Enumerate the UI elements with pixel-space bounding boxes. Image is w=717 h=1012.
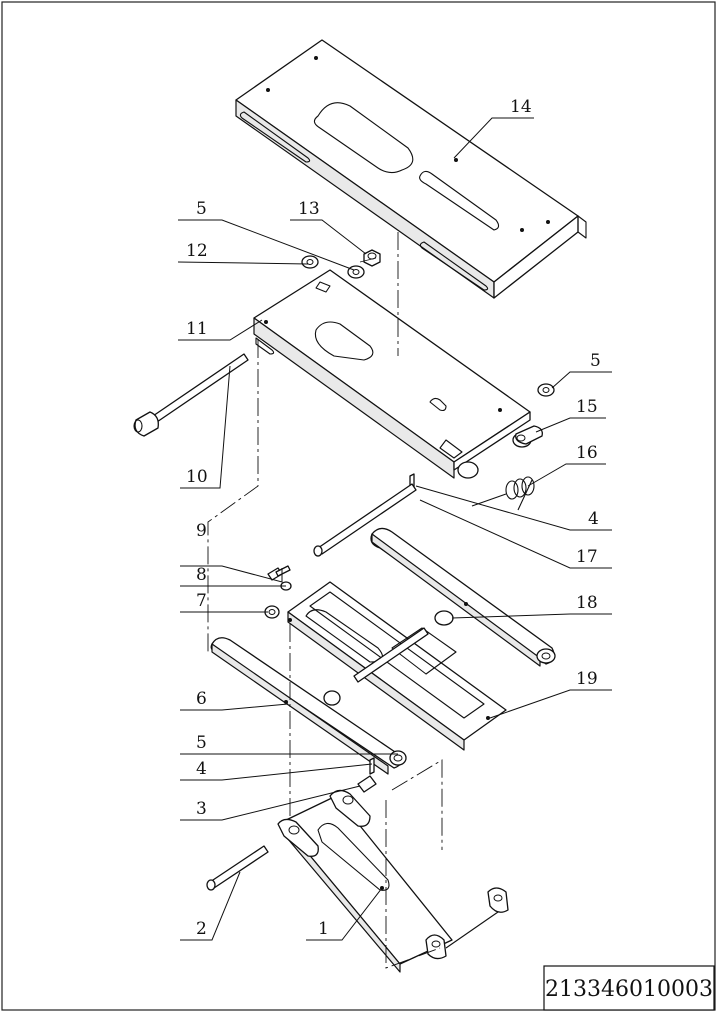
- callouts: 14 13 5 12 11 5 15 16 10 4 9 17 8 7 18 1…: [186, 97, 601, 939]
- part-5-washer-right: [537, 383, 555, 397]
- callout-4-right: 4: [588, 509, 599, 529]
- callout-12: 12: [186, 241, 208, 261]
- part-10-long-bolt: [133, 353, 249, 437]
- callout-7: 7: [196, 591, 207, 611]
- drawing-number-frame: [543, 965, 715, 1011]
- callout-1: 1: [318, 919, 329, 939]
- callout-18: 18: [576, 593, 598, 613]
- callout-9: 9: [196, 521, 207, 541]
- part-6-left-link: [210, 637, 407, 775]
- callout-15: 15: [576, 397, 598, 417]
- part-1-base-bracket: [277, 789, 509, 973]
- assembly-center-lines: [207, 232, 443, 969]
- part-17-shaft: [313, 483, 417, 557]
- callout-4-low: 4: [196, 759, 207, 779]
- callout-5-low: 5: [196, 733, 207, 753]
- callout-16: 16: [576, 443, 598, 463]
- part-3-pin: [357, 775, 377, 793]
- part-7-nut: [264, 605, 280, 619]
- part-19-main-frame: [287, 581, 507, 751]
- drawing-number: 213346010003: [545, 977, 713, 1002]
- leader-lines: [177, 117, 612, 941]
- part-4-pin-low: [369, 757, 375, 775]
- drawing-number-box: 213346010003: [543, 965, 715, 1011]
- callout-17: 17: [576, 547, 598, 567]
- part-11-intermediate-plate: [253, 269, 532, 479]
- callout-8: 8: [196, 565, 207, 585]
- callout-14: 14: [510, 97, 532, 117]
- callout-13: 13: [298, 199, 320, 219]
- part-15-spacer: [515, 425, 543, 445]
- callout-6: 6: [196, 689, 207, 709]
- callout-10: 10: [186, 467, 208, 487]
- callout-5-top: 5: [196, 199, 207, 219]
- part-5-washer-top: [347, 265, 365, 279]
- part-18-right-link: [370, 527, 556, 667]
- callout-3: 3: [196, 799, 207, 819]
- callout-19: 19: [576, 669, 598, 689]
- part-12-washer: [301, 255, 319, 269]
- part-9-bolt: [267, 565, 291, 581]
- callout-11: 11: [186, 319, 208, 339]
- part-14-top-plate: [235, 39, 587, 299]
- callout-2: 2: [196, 919, 207, 939]
- part-13-nut: [363, 249, 381, 267]
- part-2-pin: [206, 845, 269, 891]
- callout-5-right: 5: [590, 351, 601, 371]
